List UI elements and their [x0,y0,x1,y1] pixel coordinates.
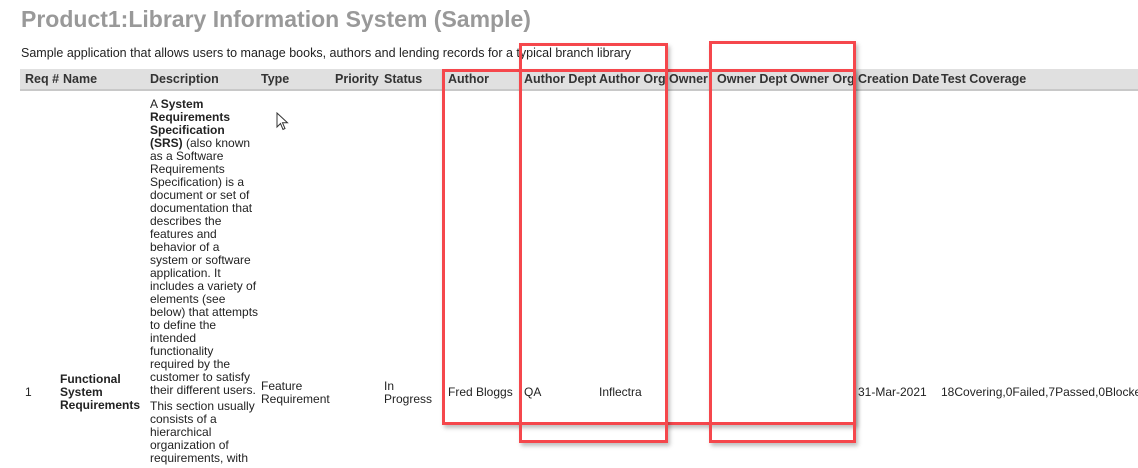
col-type[interactable]: Type [261,72,290,86]
col-status[interactable]: Status [384,72,423,86]
highlight-box-author-owner-row [442,69,856,425]
page-title: Product1:Library Information System (Sam… [21,6,531,32]
table-header: Req # Name Description Type Priority Sta… [20,69,1138,91]
req-number: 1 [25,385,32,399]
page-subtitle: Sample application that allows users to … [21,46,632,60]
col-author-dept[interactable]: Author Dept [524,72,597,86]
requirement-description: A System Requirements Specification (SRS… [150,97,259,465]
requirement-name[interactable]: Functional System Requirements [60,372,141,412]
highlight-box-owner-dept-org [709,41,856,443]
col-owner[interactable]: Owner [669,72,708,86]
author-dept: QA [524,385,542,399]
col-description[interactable]: Description [150,72,219,86]
col-test-coverage[interactable]: Test Coverage [941,72,1027,86]
requirement-type: Feature Requirement [261,379,330,406]
col-author[interactable]: Author [448,72,489,86]
highlight-box-author-dept-org [519,43,668,443]
mouse-cursor-icon [276,112,289,131]
col-owner-org[interactable]: Owner Org [790,72,855,86]
requirement-status: In Progress [384,379,433,406]
col-name[interactable]: Name [63,72,98,86]
author-org: Inflectra [599,385,642,399]
creation-date: 31-Mar-2021 [858,385,927,399]
col-priority[interactable]: Priority [335,72,379,86]
author: Fred Bloggs [448,385,513,399]
col-author-org[interactable]: Author Org [599,72,666,86]
test-coverage: 18Covering,0Failed,7Passed,0Blocked [941,385,1138,399]
col-creation-date[interactable]: Creation Date [858,72,940,86]
col-req[interactable]: Req # [25,72,60,86]
col-owner-dept[interactable]: Owner Dept [717,72,788,86]
